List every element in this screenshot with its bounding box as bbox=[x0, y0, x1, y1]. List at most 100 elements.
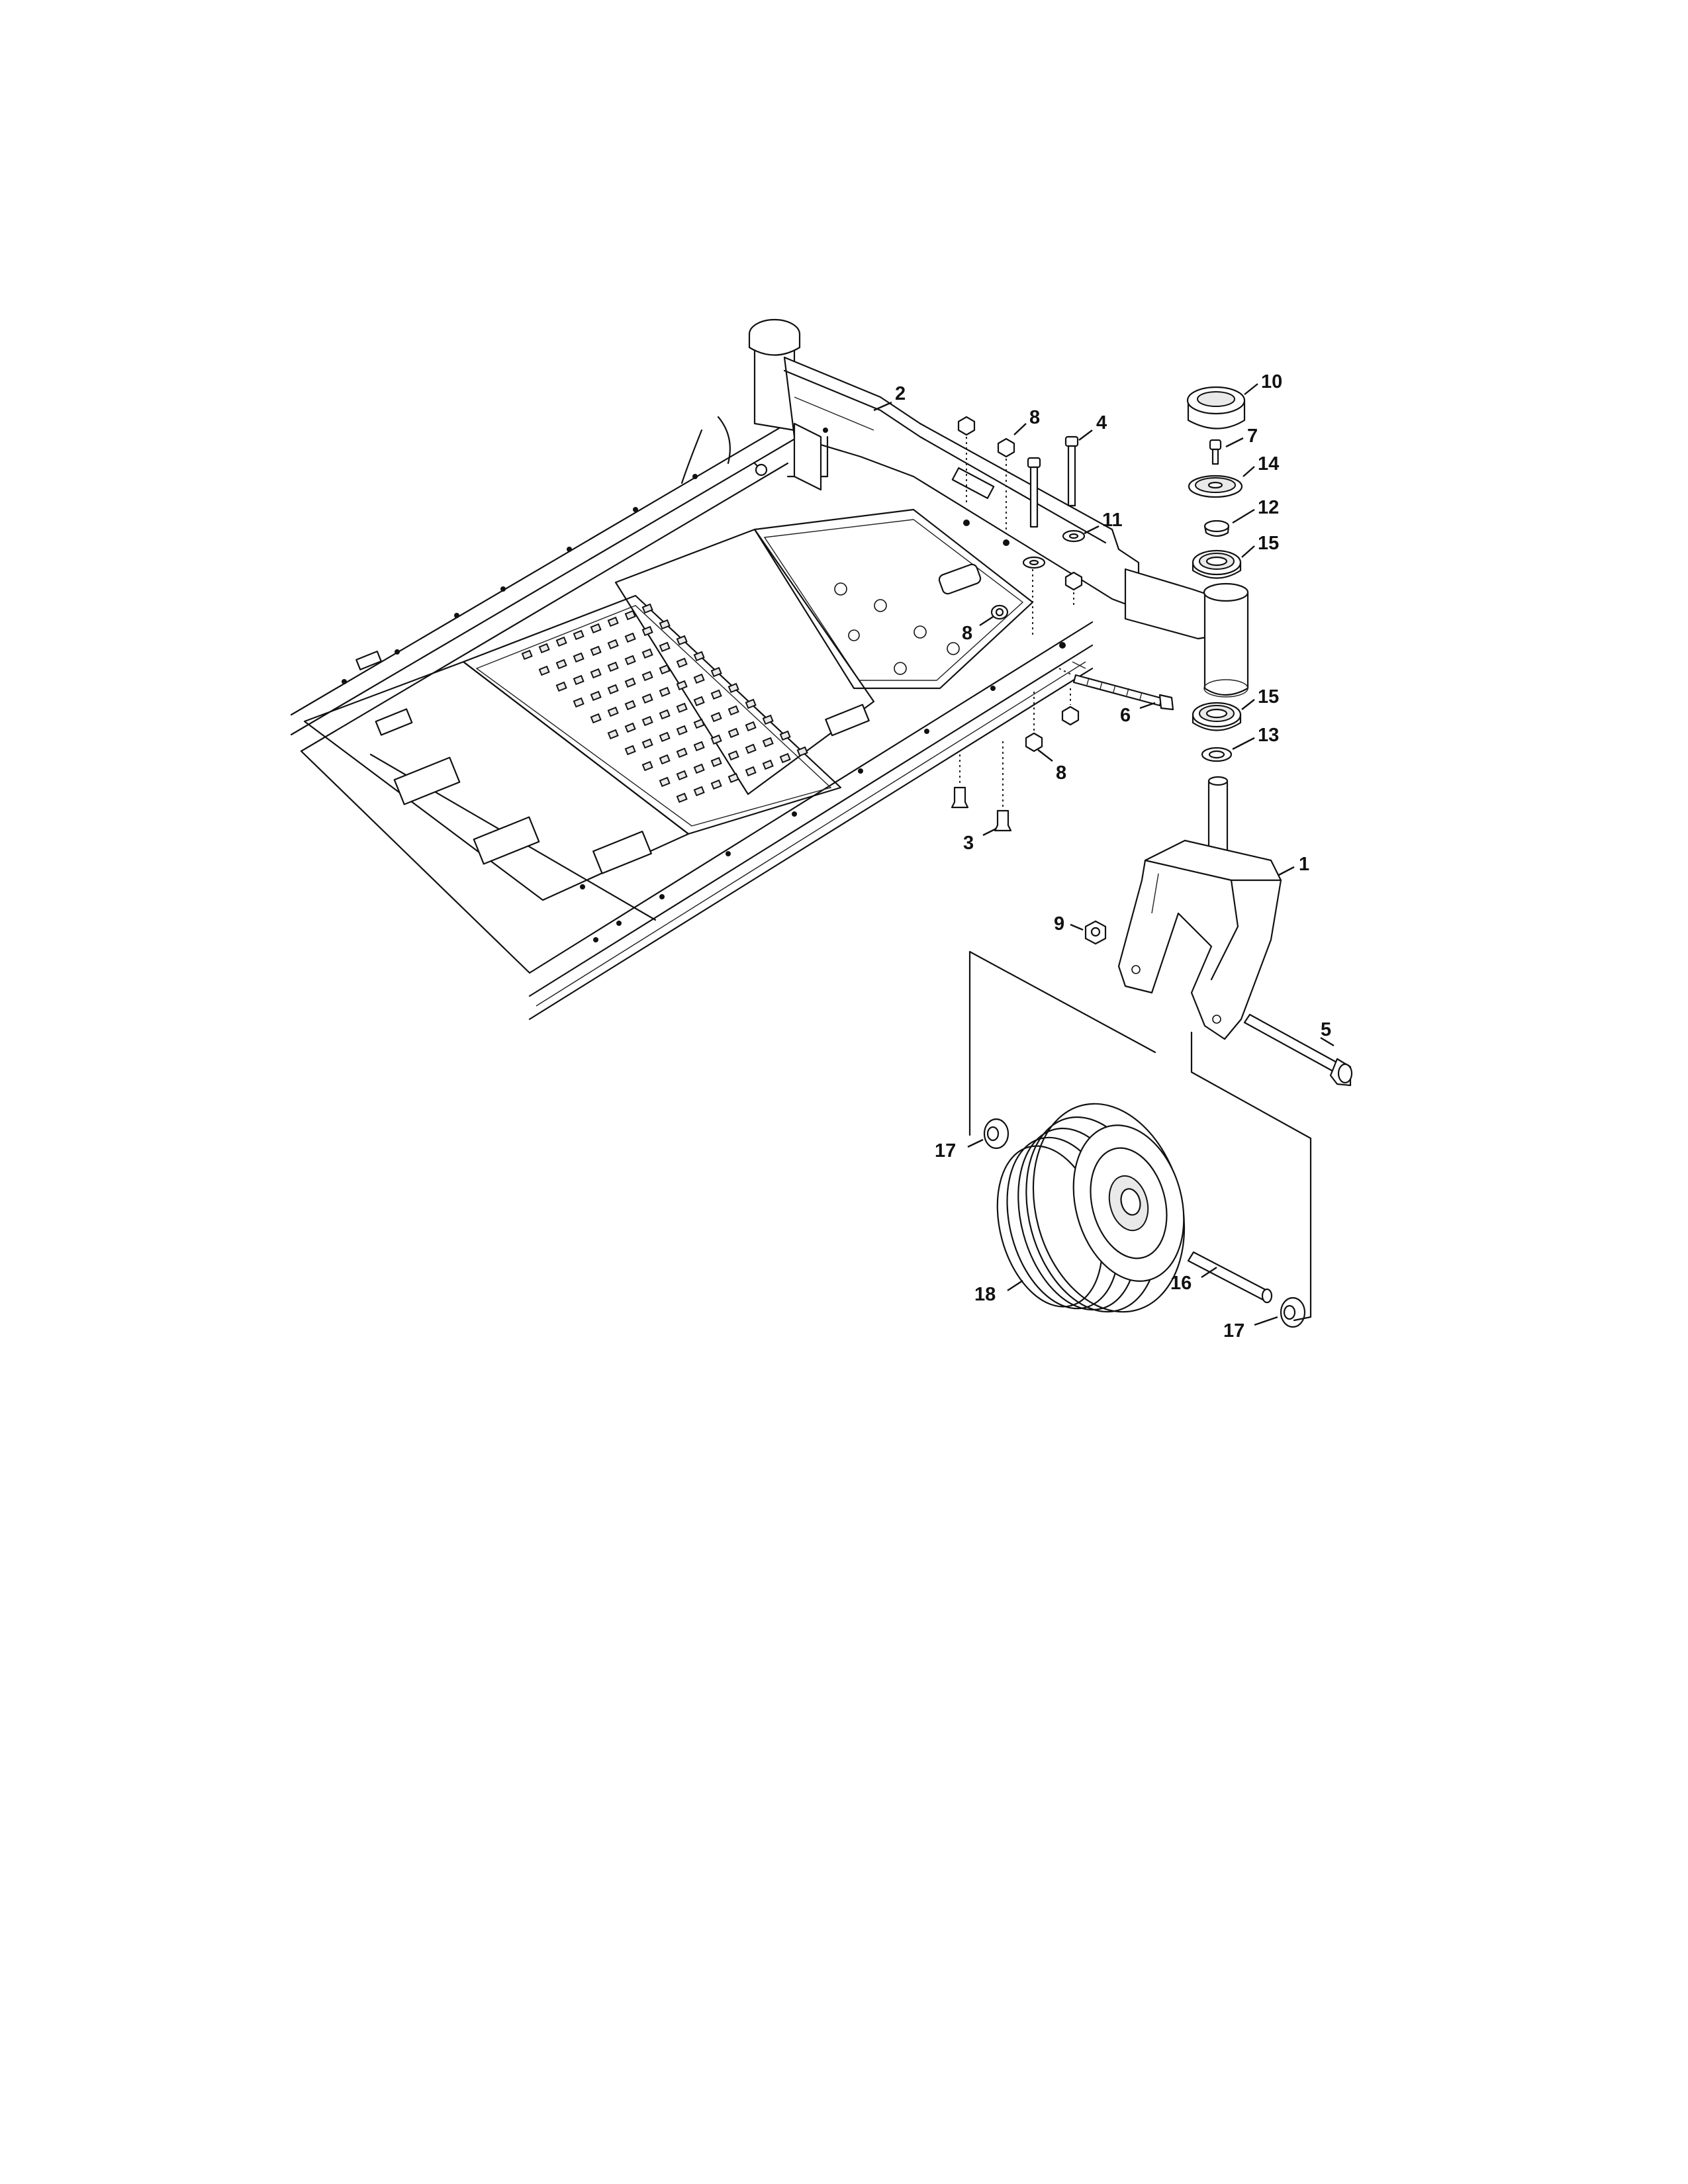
callout-5: 5 bbox=[1321, 1019, 1331, 1040]
grate-hole bbox=[727, 705, 739, 716]
grate-hole bbox=[676, 635, 688, 646]
axle-hardware bbox=[951, 416, 1174, 832]
grate-hole bbox=[710, 756, 722, 768]
grate-hole bbox=[693, 786, 705, 797]
grate-hole bbox=[659, 619, 671, 630]
bearing-15-top bbox=[1192, 549, 1242, 579]
grate-hole bbox=[727, 727, 739, 739]
grate-hole bbox=[745, 721, 757, 732]
grate-hole bbox=[590, 690, 602, 702]
caster-fork bbox=[1117, 776, 1282, 1040]
grate-hole bbox=[624, 655, 636, 666]
grate-hole bbox=[555, 681, 567, 692]
callout-10: 10 bbox=[1261, 371, 1282, 392]
washer-14 bbox=[1188, 475, 1243, 498]
grate-hole bbox=[659, 709, 671, 720]
callout-7: 7 bbox=[1247, 426, 1258, 447]
grate-hole bbox=[573, 652, 585, 663]
grate-hole bbox=[659, 641, 671, 653]
callout-17: 17 bbox=[1223, 1320, 1244, 1342]
callout-11: 11 bbox=[1102, 510, 1123, 531]
grate-hole bbox=[607, 639, 619, 650]
grate-hole bbox=[659, 664, 671, 675]
axle-16 bbox=[1187, 1251, 1273, 1304]
callout-14: 14 bbox=[1258, 453, 1279, 475]
grate-hole bbox=[641, 760, 653, 772]
grate-hole bbox=[538, 643, 550, 654]
caster-pivot-stack bbox=[1186, 386, 1249, 762]
grate-hole bbox=[624, 610, 636, 621]
grate-hole bbox=[676, 702, 688, 713]
grate-hole bbox=[641, 693, 653, 704]
grate-hole bbox=[573, 629, 585, 641]
callout-17: 17 bbox=[935, 1140, 956, 1161]
grate-hole bbox=[624, 700, 636, 711]
grate-hole bbox=[590, 623, 602, 634]
grate-hole bbox=[573, 674, 585, 686]
grate-hole bbox=[590, 645, 602, 657]
grate-hole bbox=[676, 680, 688, 691]
grate-hole bbox=[676, 725, 688, 736]
grate-hole bbox=[641, 715, 653, 727]
grate-hole bbox=[555, 659, 567, 670]
callout-15: 15 bbox=[1258, 686, 1279, 707]
grate-hole bbox=[710, 666, 722, 678]
callout-2: 2 bbox=[895, 383, 906, 404]
grate-hole bbox=[762, 714, 774, 725]
callout-18: 18 bbox=[974, 1284, 996, 1305]
grate-hole bbox=[607, 729, 619, 740]
grate-hole bbox=[659, 731, 671, 743]
grate-hole bbox=[624, 722, 636, 733]
callout-labels: 2 8 4 11 8 6 8 3 10 7 14 12 15 15 13 1 9… bbox=[895, 371, 1331, 1342]
grate-hole bbox=[710, 711, 722, 723]
grate-hole bbox=[641, 625, 653, 637]
grate-hole bbox=[538, 665, 550, 676]
callout-15: 15 bbox=[1258, 533, 1279, 554]
grate-hole bbox=[745, 698, 757, 709]
grate-hole bbox=[641, 738, 653, 749]
callout-12: 12 bbox=[1258, 497, 1279, 518]
grate-hole bbox=[624, 632, 636, 643]
grate-hole bbox=[607, 706, 619, 717]
callout-8: 8 bbox=[1029, 407, 1040, 428]
bolt-7 bbox=[1209, 439, 1222, 465]
front-axle bbox=[680, 318, 1219, 669]
grate-hole bbox=[624, 745, 636, 756]
grate-hole bbox=[693, 651, 705, 662]
grate-hole bbox=[762, 759, 774, 770]
callout-8: 8 bbox=[962, 623, 972, 644]
grate-hole bbox=[676, 770, 688, 781]
grate-hole bbox=[521, 649, 533, 660]
footplate-grate bbox=[521, 603, 808, 803]
nut-9 bbox=[1084, 920, 1107, 945]
grate-hole bbox=[659, 754, 671, 765]
callout-16: 16 bbox=[1170, 1273, 1192, 1294]
assembly-bracket-right bbox=[1190, 1031, 1312, 1322]
grate-hole bbox=[745, 766, 757, 777]
grate-hole bbox=[693, 718, 705, 729]
grate-hole bbox=[659, 776, 671, 788]
grate-hole bbox=[676, 792, 688, 803]
grate-hole bbox=[727, 682, 739, 694]
grate-hole bbox=[796, 746, 808, 757]
bolt-5 bbox=[1243, 1013, 1353, 1087]
grate-hole bbox=[779, 752, 791, 764]
grate-hole bbox=[590, 713, 602, 724]
callout-8: 8 bbox=[1056, 762, 1066, 784]
grate-hole bbox=[779, 730, 791, 741]
grate-hole bbox=[693, 673, 705, 684]
callout-leaders bbox=[873, 383, 1335, 1326]
grate-hole bbox=[727, 772, 739, 784]
grate-hole bbox=[624, 677, 636, 688]
grate-hole bbox=[710, 689, 722, 700]
grate-hole bbox=[676, 747, 688, 758]
washer-13 bbox=[1201, 747, 1233, 762]
assembly-bracket-left bbox=[968, 950, 1156, 1136]
callout-4: 4 bbox=[1096, 412, 1107, 433]
grate-hole bbox=[641, 670, 653, 682]
grate-hole bbox=[762, 737, 774, 748]
bearing-15-bottom bbox=[1192, 702, 1242, 731]
dust-cap bbox=[1186, 386, 1246, 430]
grate-hole bbox=[641, 648, 653, 659]
